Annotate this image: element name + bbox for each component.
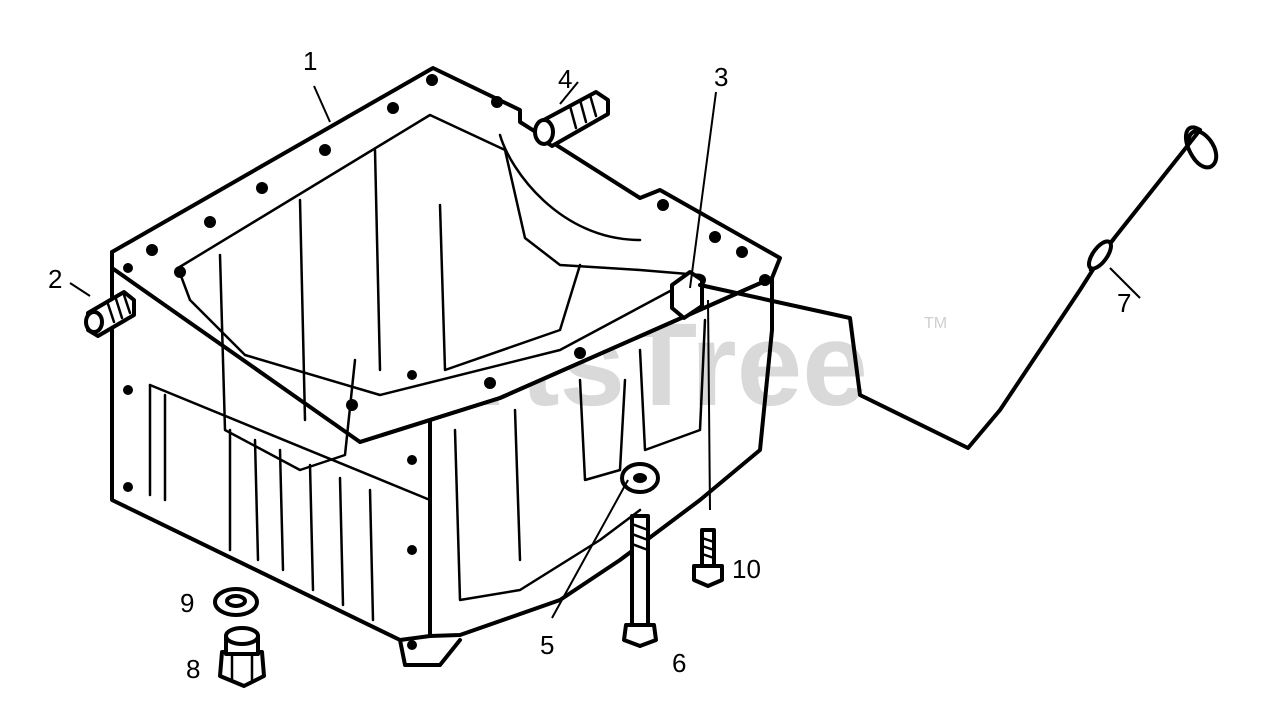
- callout-7: 7: [1117, 288, 1131, 318]
- callout-9: 9: [180, 588, 194, 618]
- callout-8: 8: [186, 654, 200, 684]
- callout-6: 6: [672, 648, 686, 678]
- part-drain-plug[interactable]: [218, 626, 266, 688]
- part-washer[interactable]: [213, 587, 259, 617]
- part-stud-top[interactable]: [533, 90, 610, 148]
- callout-labels: 1 2 3 4 5 6 7 8 9 10: [48, 46, 1131, 684]
- part-dipstick-tube[interactable]: [670, 270, 704, 320]
- callout-4: 4: [558, 64, 572, 94]
- part-dipstick[interactable]: [698, 125, 1219, 450]
- watermark-trademark: TM: [924, 315, 947, 332]
- part-short-bolt[interactable]: [692, 528, 724, 588]
- callout-1: 1: [303, 46, 317, 76]
- leader-lines: [69, 81, 1141, 619]
- part-stud-left[interactable]: [84, 290, 136, 338]
- part-oil-pan[interactable]: [110, 66, 782, 667]
- callout-3: 3: [714, 62, 728, 92]
- callout-10: 10: [732, 554, 761, 584]
- part-long-bolt[interactable]: [622, 514, 658, 648]
- callout-5: 5: [540, 630, 554, 660]
- callout-2: 2: [48, 264, 62, 294]
